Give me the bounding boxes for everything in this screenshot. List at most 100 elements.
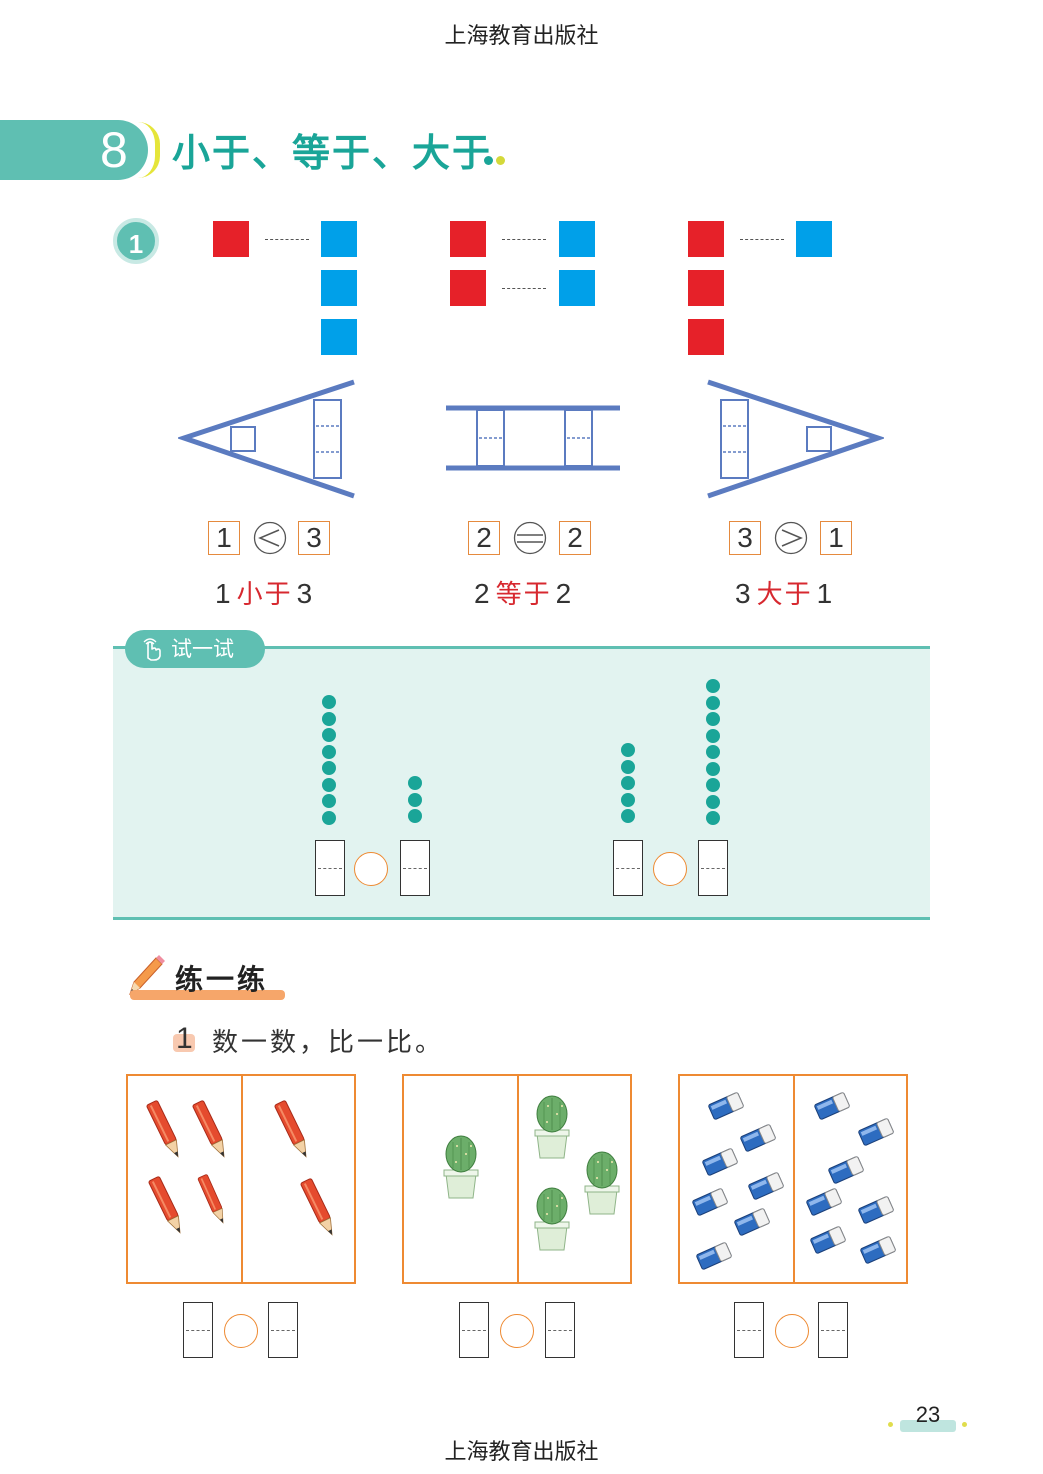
eraser-group: [691, 1091, 897, 1271]
eraser-icon: [739, 1123, 777, 1153]
answer-symbol-circle[interactable]: [224, 1314, 258, 1348]
counting-dot: [408, 776, 422, 790]
eraser-icon: [857, 1117, 895, 1147]
practice-title-underline: [130, 990, 285, 1000]
cactus-icon: [534, 1095, 570, 1159]
counting-dot: [621, 776, 635, 790]
try-section-tag: 试一试: [125, 630, 265, 668]
answer-symbol-circle[interactable]: [500, 1314, 534, 1348]
number-box-right: 1: [820, 521, 852, 555]
counting-dot: [408, 792, 422, 807]
answer-writing-box[interactable]: [183, 1302, 213, 1358]
red-square: [688, 319, 724, 355]
answer-writing-box[interactable]: [459, 1302, 489, 1358]
question-number: 1: [176, 1022, 193, 1055]
page-dot-decoration: [962, 1422, 967, 1427]
practice-title: 练一练: [175, 963, 269, 996]
greater-than-diagram: [707, 379, 884, 499]
number-box-right: 2: [559, 521, 591, 555]
blue-square: [321, 319, 357, 355]
match-line: [265, 239, 309, 240]
red-square: [688, 270, 724, 306]
eraser-icon: [733, 1207, 771, 1237]
page-number-highlight: [900, 1420, 956, 1432]
counting-dot: [322, 810, 336, 825]
counting-dot: [322, 695, 336, 709]
answer-writing-box[interactable]: [268, 1302, 298, 1358]
cactus-picture-panel: [402, 1074, 632, 1284]
eraser-icon: [809, 1225, 847, 1255]
answer-symbol-circle[interactable]: [354, 852, 388, 886]
publisher-header: 上海教育出版社: [444, 24, 599, 49]
counting-dot: [621, 792, 635, 807]
counting-dot: [706, 778, 720, 792]
eraser-icon: [857, 1195, 895, 1225]
match-line: [502, 288, 546, 289]
counting-dot: [322, 777, 336, 792]
try-section-panel: [113, 646, 930, 920]
eraser-icon: [813, 1091, 851, 1121]
eraser-icon: [707, 1091, 745, 1121]
eraser-icon: [695, 1241, 733, 1271]
red-square: [688, 221, 724, 257]
blue-square: [796, 221, 832, 257]
counting-dots-column: [706, 679, 720, 828]
lesson-number-bar: [0, 120, 148, 180]
answer-symbol-circle[interactable]: [775, 1314, 809, 1348]
page-dot-decoration: [888, 1422, 893, 1427]
question-text: 数一数，比一比。: [212, 1028, 445, 1058]
lesson-title: 小于、等于、大于: [172, 130, 493, 175]
counting-dots-column: [621, 743, 635, 826]
counting-dot: [322, 794, 336, 808]
match-line: [740, 239, 784, 240]
pencil-icon: [147, 1175, 187, 1237]
panel-divider: [517, 1076, 519, 1282]
red-square: [450, 221, 486, 257]
number-box-left: 3: [729, 521, 761, 555]
eraser-icon: [701, 1147, 739, 1177]
counting-dot: [621, 809, 635, 823]
try-section-label: 试一试: [171, 637, 234, 661]
blue-square: [559, 270, 595, 306]
lesson-arc-decoration: [138, 122, 160, 178]
pencil-icon: [299, 1177, 339, 1239]
greater-than-symbol: [774, 521, 808, 555]
answer-symbol-circle[interactable]: [653, 852, 687, 886]
pointing-hand-icon: [143, 638, 161, 661]
eraser-icon: [827, 1155, 865, 1185]
question-number-highlight: [173, 1034, 195, 1052]
counting-dots-column: [408, 776, 422, 826]
part-badge: 1: [113, 218, 159, 264]
answer-writing-box[interactable]: [545, 1302, 575, 1358]
answer-writing-box[interactable]: [734, 1302, 764, 1358]
counting-dot: [706, 745, 720, 759]
answer-writing-box[interactable]: [698, 840, 728, 896]
answer-writing-box[interactable]: [400, 840, 430, 896]
counting-dot: [706, 728, 720, 743]
answer-writing-box[interactable]: [818, 1302, 848, 1358]
counting-dot: [621, 743, 635, 757]
answer-writing-box[interactable]: [315, 840, 345, 896]
eraser-icon: [691, 1187, 729, 1217]
red-square: [213, 221, 249, 257]
counting-dot: [322, 744, 336, 759]
eraser-icon: [805, 1187, 843, 1217]
pencil-icon: [196, 1173, 229, 1226]
answer-writing-box[interactable]: [613, 840, 643, 896]
counting-dot: [706, 679, 720, 693]
lesson-number: 8: [100, 122, 128, 178]
counting-dot: [322, 761, 336, 775]
counting-dot: [706, 712, 720, 726]
panel-divider: [793, 1076, 795, 1282]
counting-dot: [706, 695, 720, 710]
match-line: [502, 239, 546, 240]
number-box-left: 1: [208, 521, 240, 555]
counting-dot: [408, 809, 422, 823]
pencil-icon: [191, 1099, 231, 1161]
number-box-right: 3: [298, 521, 330, 555]
counting-dot: [706, 811, 720, 825]
eraser-picture-panel: [678, 1074, 908, 1284]
counting-dots-column: [322, 695, 336, 827]
